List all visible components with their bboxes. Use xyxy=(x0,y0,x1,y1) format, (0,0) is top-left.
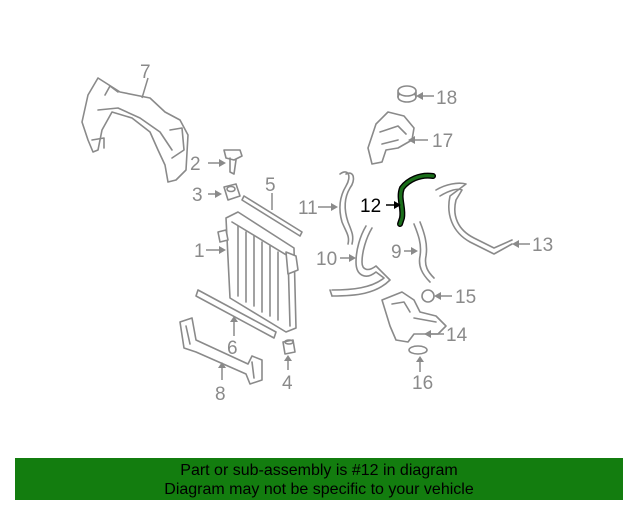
callout-3: 3 xyxy=(192,185,203,206)
part-10-hose xyxy=(329,225,391,297)
callout-4: 4 xyxy=(282,373,293,394)
part-9-hose xyxy=(413,221,435,283)
part-13-hose xyxy=(435,182,513,255)
part-8-bracket xyxy=(179,317,263,385)
callout-17: 17 xyxy=(432,131,453,152)
part-5-seal xyxy=(241,195,303,237)
callout-13: 13 xyxy=(532,235,553,256)
part-15-o-ring xyxy=(421,289,435,303)
callout-14: 14 xyxy=(446,325,468,346)
part-info-banner: Part or sub-assembly is #12 in diagram D… xyxy=(15,458,623,500)
callout-10: 10 xyxy=(316,249,337,270)
callout-12: 12 xyxy=(360,196,381,217)
banner-line-1: Part or sub-assembly is #12 in diagram xyxy=(180,462,458,479)
callout-11: 11 xyxy=(298,198,318,219)
callout-15: 15 xyxy=(455,287,476,308)
callout-7: 7 xyxy=(140,62,151,83)
part-1-radiator xyxy=(217,211,299,333)
part-11-hose xyxy=(339,171,355,245)
part-16-gasket xyxy=(408,345,428,355)
part-4-mount xyxy=(282,339,296,355)
part-2-clip xyxy=(223,149,243,175)
callout-9: 9 xyxy=(391,242,402,263)
callout-16: 16 xyxy=(412,373,433,394)
part-6-seal xyxy=(195,289,277,339)
parts-diagram: 7 2 3 5 1 6 xyxy=(81,62,553,405)
part-17-expansion-tank xyxy=(367,111,415,165)
leader-7 xyxy=(141,77,149,99)
callout-8: 8 xyxy=(215,384,226,405)
callout-1: 1 xyxy=(194,241,205,262)
part-7-air-guide xyxy=(81,77,189,183)
callout-6: 6 xyxy=(227,338,238,359)
part-12-hose-highlighted xyxy=(397,172,436,227)
callout-5: 5 xyxy=(265,175,276,196)
part-3-mount xyxy=(223,183,241,201)
part-18-cap xyxy=(397,85,417,103)
callout-2: 2 xyxy=(190,154,201,175)
callout-18: 18 xyxy=(436,88,457,109)
part-14-housing xyxy=(381,291,447,343)
banner-line-2: Diagram may not be specific to your vehi… xyxy=(164,481,474,498)
